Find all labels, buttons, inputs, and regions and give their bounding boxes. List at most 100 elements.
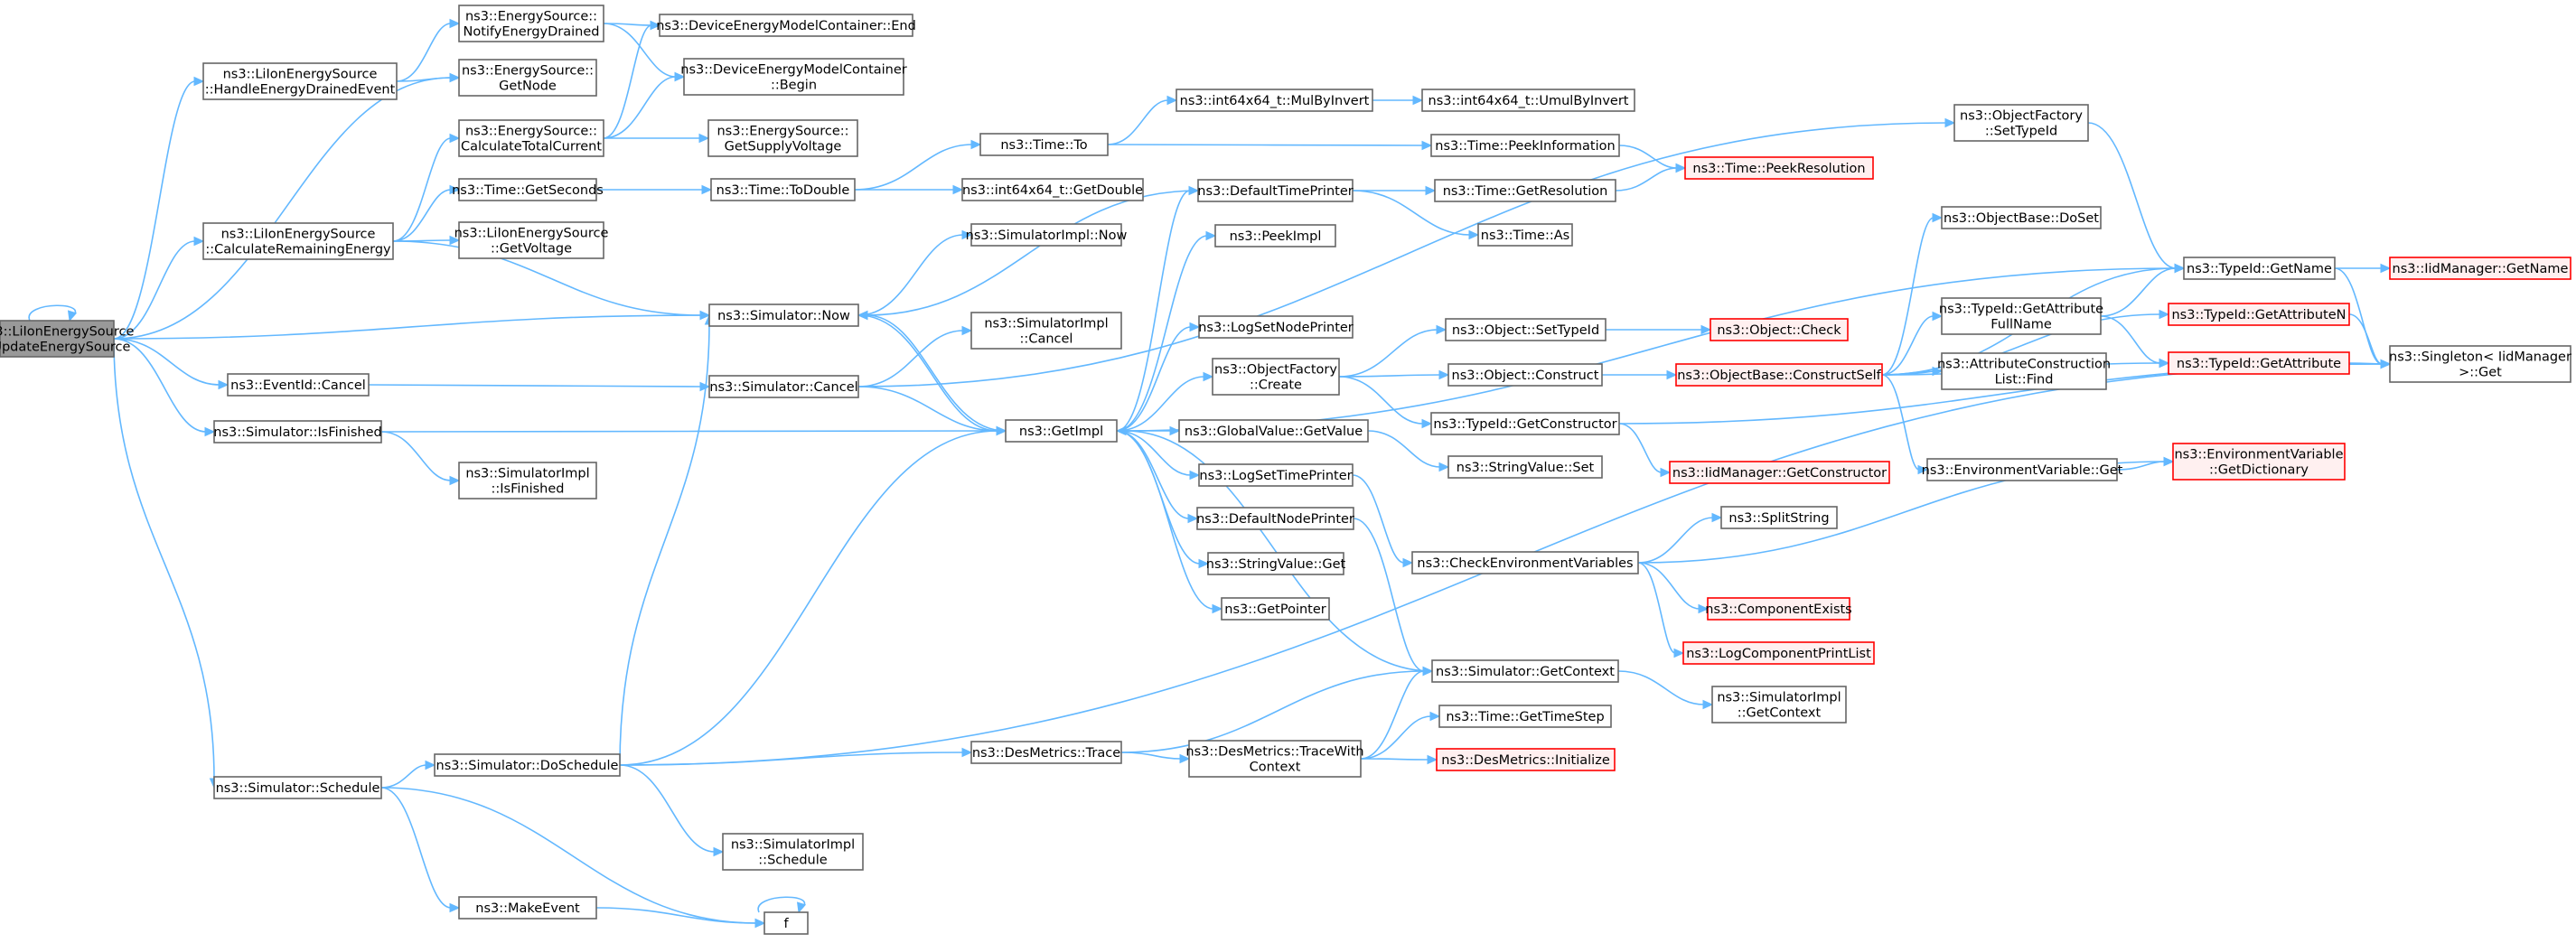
node-peek-impl[interactable]: ns3::PeekImpl [1214, 224, 1336, 247]
node-box [1941, 297, 2102, 335]
node-make-event[interactable]: ns3::MakeEvent [458, 896, 597, 920]
node-box [1430, 412, 1620, 435]
node-box [458, 119, 604, 157]
node-string-value-set[interactable]: ns3::StringValue::Set [1447, 455, 1603, 479]
node-label: ns3::ObjectBase::ConstructSelf [1677, 369, 1881, 383]
node-type-id-get-constructor[interactable]: ns3::TypeId::GetConstructor [1430, 412, 1620, 435]
node-time-as[interactable]: ns3::Time::As [1477, 223, 1573, 247]
node-label: ns3::Simulator::GetContext [1436, 665, 1615, 679]
node-time-get-seconds[interactable]: ns3::Time::GetSeconds [452, 178, 604, 201]
node-label: ns3::AttributeConstruction [1937, 358, 2111, 372]
node-type-id-get-attribute-n[interactable]: ns3::TypeId::GetAttributeN [2168, 303, 2350, 326]
node-box [1710, 318, 1849, 341]
node-time-to-double[interactable]: ns3::Time::ToDouble [710, 178, 856, 201]
node-time-peek-information[interactable]: ns3::Time::PeekInformation [1430, 134, 1620, 157]
node-label: ns3::TypeId::GetAttribute [1939, 303, 2103, 317]
node-sim-is-finished[interactable]: ns3::Simulator::IsFinished [213, 420, 382, 443]
node-env-var-get[interactable]: ns3::EnvironmentVariable::Get [1922, 458, 2123, 481]
node-log-component-print-list[interactable]: ns3::LogComponentPrintList [1682, 641, 1875, 665]
node-calc-remaining-energy[interactable]: ns3::LiIonEnergySource::CalculateRemaini… [202, 222, 394, 260]
node-default-node-printer[interactable]: ns3::DefaultNodePrinter [1196, 507, 1354, 530]
node-energy-get-node[interactable]: ns3::EnergySource::GetNode [458, 59, 597, 97]
call-edge-update-energy-source-to-sim-is-finished [113, 338, 216, 437]
node-label: ::GetVoltage [491, 242, 572, 257]
node-handle-energy-drained[interactable]: ns3::LiIonEnergySource::HandleEnergyDrai… [202, 62, 398, 100]
node-log-set-time-printer[interactable]: ns3::LogSetTimePrinter [1198, 463, 1354, 487]
node-box [1447, 363, 1603, 387]
node-demc-begin[interactable]: ns3::DeviceEnergyModelContainer::Begin [680, 58, 907, 96]
node-type-id-get-name[interactable]: ns3::TypeId::GetName [2183, 257, 2336, 280]
node-label: >::Get [2459, 366, 2502, 380]
call-edge-handle-energy-drained-to-notify-energy-drained [396, 18, 461, 82]
node-get-pointer[interactable]: ns3::GetPointer [1221, 597, 1330, 621]
node-label: ns3::Time::GetSeconds [452, 183, 604, 198]
node-box [458, 221, 604, 259]
node-env-var-get-dictionary[interactable]: ns3::EnvironmentVariable::GetDictionary [2172, 443, 2346, 481]
node-global-value-get-value[interactable]: ns3::GlobalValue::GetValue [1178, 419, 1369, 443]
node-obj-check[interactable]: ns3::Object::Check [1710, 318, 1849, 341]
node-log-set-node-printer[interactable]: ns3::LogSetNodePrinter [1198, 315, 1354, 339]
node-get-supply-voltage[interactable]: ns3::EnergySource::GetSupplyVoltage [707, 119, 858, 157]
node-time-get-time-step[interactable]: ns3::Time::GetTimeStep [1438, 705, 1612, 728]
node-des-initialize[interactable]: ns3::DesMetrics::Initialize [1436, 748, 1616, 771]
node-label: ::Schedule [758, 854, 827, 868]
node-type-id-get-attribute[interactable]: ns3::TypeId::GetAttribute [2168, 351, 2350, 375]
node-check-env-vars[interactable]: ns3::CheckEnvironmentVariables [1411, 551, 1639, 574]
node-notify-energy-drained[interactable]: ns3::EnergySource::NotifyEnergyDrained [458, 5, 604, 42]
node-des-metrics-trace[interactable]: ns3::DesMetrics::Trace [970, 741, 1122, 764]
call-edge-calc-total-current-to-demc-begin [603, 71, 686, 139]
node-liion-get-voltage[interactable]: ns3::LiIonEnergySource::GetVoltage [454, 221, 609, 259]
node-obj-set-type-id[interactable]: ns3::Object::SetTypeId [1445, 318, 1606, 341]
node-label: GetNode [499, 79, 557, 94]
call-edge-sim-get-context-to-sim-impl-get-context [1617, 670, 1714, 710]
node-event-id-cancel[interactable]: ns3::EventId::Cancel [227, 373, 370, 397]
node-obj-factory-set-type-id[interactable]: ns3::ObjectFactory::SetTypeId [1953, 104, 2089, 142]
node-time-peek-resolution[interactable]: ns3::Time::PeekResolution [1684, 156, 1874, 180]
node-box [434, 753, 621, 777]
node-obj-base-construct-self[interactable]: ns3::ObjectBase::ConstructSelf [1675, 363, 1883, 387]
node-box [1214, 224, 1336, 247]
node-time-to[interactable]: ns3::Time::To [979, 133, 1109, 156]
node-sim-do-schedule[interactable]: ns3::Simulator::DoSchedule [434, 753, 621, 777]
call-edge-update-energy-source-to-update-energy-source [28, 304, 78, 322]
node-string-value-get[interactable]: ns3::StringValue::Get [1206, 552, 1346, 575]
node-sim-now[interactable]: ns3::Simulator::Now [708, 303, 859, 327]
node-split-string[interactable]: ns3::SplitString [1720, 506, 1838, 529]
node-box [1669, 461, 1890, 484]
node-sim-impl-now[interactable]: ns3::SimulatorImpl::Now [966, 223, 1128, 247]
call-edge-obj-base-construct-self-to-env-var-get [1881, 374, 1929, 475]
node-label: ns3::Simulator::IsFinished [213, 425, 381, 440]
node-mul-by-invert[interactable]: ns3::int64x64_t::MulByInvert [1176, 89, 1373, 112]
node-calc-total-current[interactable]: ns3::EnergySource::CalculateTotalCurrent [458, 119, 604, 157]
call-edge-sim-do-schedule-to-des-metrics-trace [619, 747, 973, 766]
node-obj-construct[interactable]: ns3::Object::Construct [1447, 363, 1603, 387]
node-obj-base-do-set[interactable]: ns3::ObjectBase::DoSet [1941, 206, 2102, 229]
call-edge-time-get-resolution-to-time-peek-resolution [1615, 163, 1687, 191]
node-sim-impl-cancel[interactable]: ns3::SimulatorImpl::Cancel [970, 312, 1122, 350]
node-component-exists[interactable]: ns3::ComponentExists [1705, 597, 1852, 621]
node-demc-end[interactable]: ns3::DeviceEnergyModelContainer::End [656, 14, 916, 37]
node-fn-f[interactable]: f [763, 911, 809, 935]
node-get-impl[interactable]: ns3::GetImpl [1005, 419, 1118, 443]
node-sim-cancel[interactable]: ns3::Simulator::Cancel [708, 375, 859, 398]
node-sim-impl-is-finished[interactable]: ns3::SimulatorImpl::IsFinished [458, 462, 597, 500]
node-sim-impl-schedule[interactable]: ns3::SimulatorImpl::Schedule [722, 833, 864, 871]
node-sim-schedule[interactable]: ns3::Simulator::Schedule [213, 776, 382, 799]
node-box [2168, 351, 2350, 375]
node-label: ns3::SimulatorImpl::Now [966, 229, 1128, 243]
node-box [961, 178, 1144, 201]
node-singleton-get[interactable]: ns3::Singleton< IidManager>::Get [2389, 345, 2571, 383]
node-default-time-printer[interactable]: ns3::DefaultTimePrinter [1197, 179, 1354, 202]
node-sim-get-context[interactable]: ns3::Simulator::GetContext [1431, 659, 1619, 683]
node-umul-by-invert[interactable]: ns3::int64x64_t::UmulByInvert [1421, 89, 1635, 112]
node-iid-mgr-get-name[interactable]: ns3::IidManager::GetName [2389, 257, 2571, 280]
call-edge-mul-by-invert-to-umul-by-invert [1372, 95, 1424, 106]
node-int64-get-double[interactable]: ns3::int64x64_t::GetDouble [961, 178, 1144, 201]
node-obj-factory-create[interactable]: ns3::ObjectFactory::Create [1212, 358, 1340, 396]
node-time-get-resolution[interactable]: ns3::Time::GetResolution [1434, 179, 1616, 202]
node-sim-impl-get-context[interactable]: ns3::SimulatorImpl::GetContext [1711, 686, 1847, 724]
node-iid-mgr-get-constructor[interactable]: ns3::IidManager::GetConstructor [1669, 461, 1890, 484]
